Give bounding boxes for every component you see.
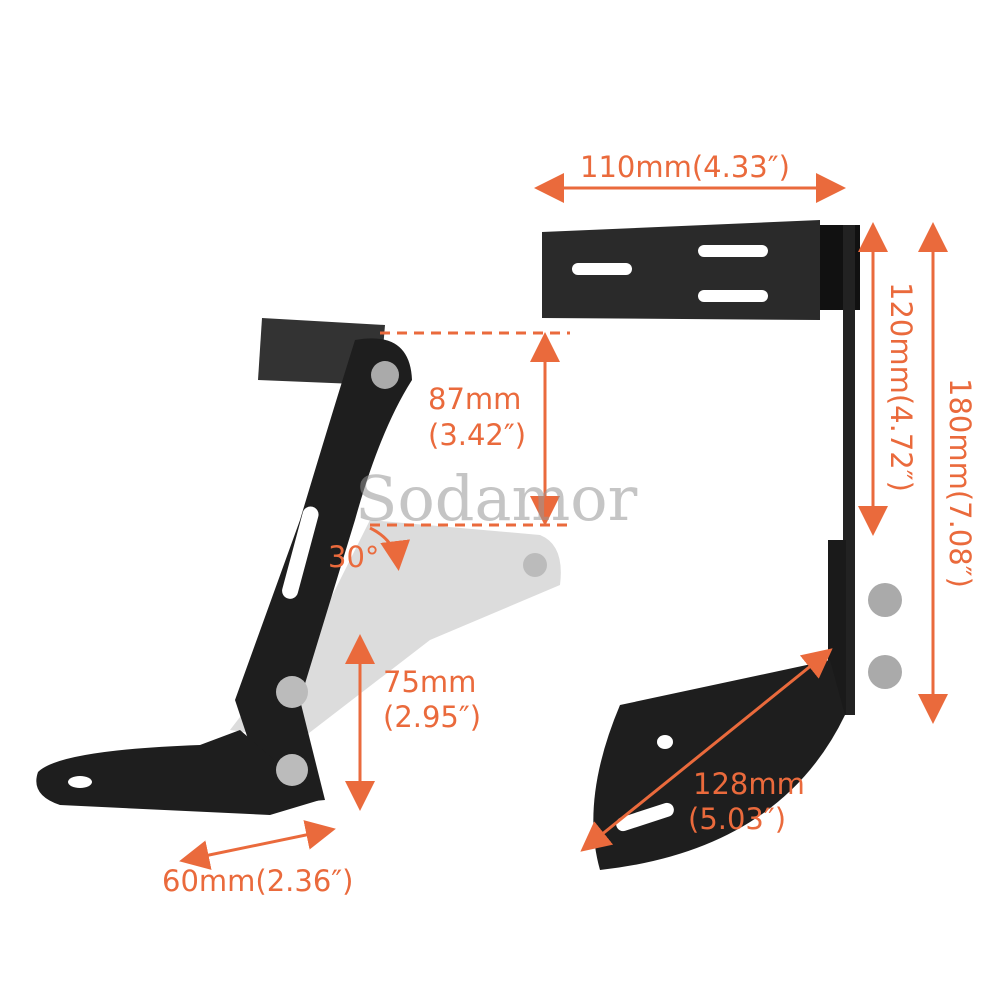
dimension-lines: [179, 173, 948, 870]
watermark: Sodamor: [355, 462, 638, 535]
height-top-inch: (3.42″): [428, 418, 527, 452]
total-height-label: 180mm(7.08″): [943, 378, 977, 588]
ghost-bracket: [230, 520, 561, 740]
left-bracket: [36, 318, 412, 815]
height-bottom-inch: (2.95″): [383, 700, 482, 734]
height-top-mm: 87mm: [428, 382, 522, 416]
height-bottom-mm: 75mm: [383, 665, 477, 699]
angle-label: 30°: [328, 540, 380, 574]
diagonal-inch: (5.03″): [688, 802, 787, 836]
diagonal-mm: 128mm: [693, 767, 805, 801]
top-width-label: 110mm(4.33″): [580, 150, 790, 184]
upper-height-label: 120mm(4.72″): [884, 282, 918, 492]
base-width-label: 60mm(2.36″): [162, 864, 354, 898]
